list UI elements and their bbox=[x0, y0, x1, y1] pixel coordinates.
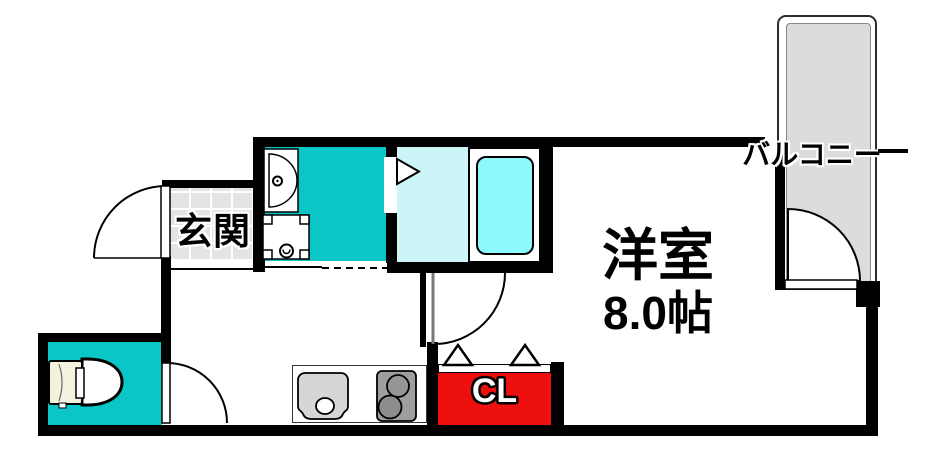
closet-door-triangle-left bbox=[441, 342, 475, 367]
washbasin bbox=[263, 148, 299, 213]
wall-hall-doorjamb bbox=[420, 262, 426, 347]
closet-door-triangle-right bbox=[508, 342, 542, 367]
pan-corner-br bbox=[299, 249, 310, 260]
bathroom-door-gap bbox=[384, 157, 397, 213]
entrance-door-leaf bbox=[160, 185, 171, 259]
wall-top bbox=[254, 137, 765, 147]
kitchen-sink bbox=[297, 372, 349, 420]
bathtub-basin bbox=[476, 156, 534, 255]
sink-drain bbox=[315, 397, 335, 415]
balcony-label-leader-line bbox=[878, 149, 908, 153]
washing-machine-pan bbox=[262, 214, 310, 260]
wall-balcony-left bbox=[775, 147, 785, 290]
balcony-label: バルコニー bbox=[742, 139, 882, 170]
wall-bathroom-bottom bbox=[387, 262, 553, 273]
wall-left-middle bbox=[161, 256, 171, 363]
pan-drain bbox=[279, 243, 294, 259]
toilet-button bbox=[58, 402, 67, 409]
pan-corner-tr bbox=[299, 214, 310, 225]
wall-bathroom-right bbox=[540, 147, 553, 270]
sink-basin bbox=[297, 372, 349, 420]
wall-right-lower bbox=[866, 281, 878, 436]
pan-corner-tl bbox=[262, 214, 273, 225]
closet-floor bbox=[438, 373, 551, 425]
stove-burner-top bbox=[386, 374, 410, 398]
bathtub bbox=[468, 147, 541, 263]
wall-washroom-left bbox=[253, 137, 265, 272]
entrance-floor bbox=[170, 183, 254, 259]
room-door-arc bbox=[433, 272, 506, 345]
wall-toilet-top bbox=[38, 333, 167, 342]
toilet bbox=[48, 357, 124, 409]
stove bbox=[376, 370, 417, 422]
wall-door-corner bbox=[427, 342, 438, 425]
bathroom-door-triangle bbox=[396, 157, 422, 186]
toilet-door-leaf bbox=[161, 362, 171, 424]
closet-label: CL bbox=[471, 372, 518, 410]
wall-toilet-left bbox=[38, 333, 48, 431]
main-room-label: 洋室 8.0帖 bbox=[538, 224, 778, 339]
entrance-door-arc bbox=[93, 185, 167, 259]
pan-corner-bl bbox=[262, 249, 273, 260]
balcony-door-swing bbox=[787, 207, 862, 282]
closet-door-track bbox=[438, 364, 551, 373]
toilet-seat-hinge bbox=[75, 367, 85, 399]
wall-entrance-top bbox=[162, 180, 254, 188]
washbasin-faucet-dot bbox=[276, 179, 279, 183]
main-room-name: 洋室 bbox=[602, 224, 714, 287]
balcony-door-threshold bbox=[784, 279, 858, 290]
pan-drain-mark bbox=[282, 249, 291, 255]
wall-bottom bbox=[38, 425, 878, 436]
main-room-size: 8.0帖 bbox=[603, 287, 713, 339]
toilet-bowl bbox=[80, 357, 124, 407]
entrance-label: 玄関 bbox=[175, 211, 251, 252]
toilet-door-arc bbox=[166, 362, 228, 424]
toilet-tank-line bbox=[58, 363, 63, 402]
wall-closet-right bbox=[551, 362, 564, 425]
stove-burner-bottom bbox=[377, 394, 403, 420]
washbasin-bowl bbox=[268, 153, 298, 208]
